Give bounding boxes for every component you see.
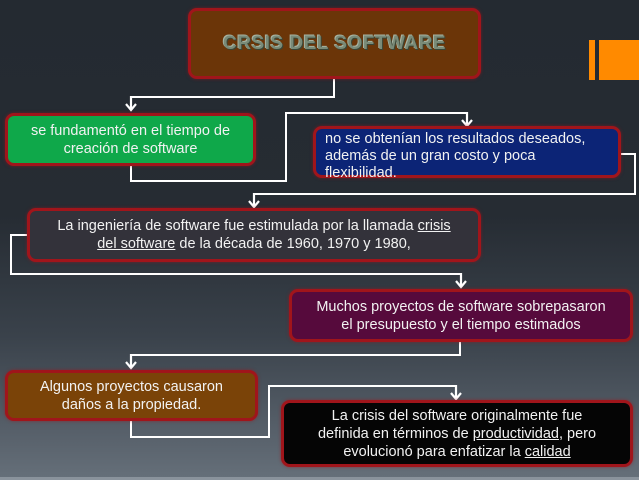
connector-dark-purple-h2 xyxy=(10,273,461,275)
connector-dark-purple-v xyxy=(10,234,12,275)
underlined-term-crisis: crisis xyxy=(417,218,451,234)
node-text-line: Muchos proyectos de software sobrepasaro… xyxy=(316,298,606,315)
connector-title-green-h xyxy=(130,96,335,98)
node-text-line: el presupuesto y el tiempo estimados xyxy=(341,316,581,333)
underlined-term-del-software: del software xyxy=(97,236,176,252)
connector-blue-dark-h1 xyxy=(620,153,636,155)
node-fundamento: se fundamentó en el tiempo de creación d… xyxy=(5,113,256,166)
connector-purple-brown-h xyxy=(130,354,461,356)
node-text-line: flexibilidad. xyxy=(325,165,397,181)
node-text-line: daños a la propiedad. xyxy=(61,396,202,413)
node-ingenieria: La ingeniería de software fue estimulada… xyxy=(27,208,481,262)
node-text-line: del software de la década de 1960, 1970 … xyxy=(97,235,411,253)
connector-green-blue-v2 xyxy=(285,112,287,182)
node-calidad: La crisis del software originalmente fue… xyxy=(281,400,633,467)
connector-blue-dark-v xyxy=(634,153,636,195)
node-text-line: creación de software xyxy=(63,140,198,157)
connector-brown-black-v2 xyxy=(268,385,270,438)
connector-title-green-v1 xyxy=(333,78,335,98)
connector-brown-black-v1 xyxy=(130,420,132,438)
node-danos: Algunos proyectos causaron daños a la pr… xyxy=(5,370,258,421)
node-text-line: además de un gran costo y poca xyxy=(325,148,536,164)
node-text-line: La crisis del software originalmente fue xyxy=(331,407,583,424)
orange-accent-thin-bar xyxy=(589,40,595,80)
connector-green-blue-v1 xyxy=(130,165,132,182)
connector-blue-dark-h2 xyxy=(253,193,636,195)
diagram-title: CRSIS DEL SOFTWARE xyxy=(223,32,446,54)
bottom-strip xyxy=(0,477,639,480)
connector-purple-brown-v xyxy=(459,341,461,356)
orange-accent-wide-bar xyxy=(599,40,639,80)
node-text: , pero xyxy=(558,425,597,442)
node-text-line: evolucionó para enfatizar la calidad xyxy=(343,443,570,461)
node-text-line: La ingeniería de software fue estimulada… xyxy=(57,217,450,235)
underlined-term-productividad: productividad xyxy=(472,425,559,442)
node-text-line: se fundamentó en el tiempo de xyxy=(30,122,231,139)
node-presupuesto: Muchos proyectos de software sobrepasaro… xyxy=(289,289,633,342)
connector-brown-black-h2 xyxy=(268,385,455,387)
node-text: evolucionó para enfatizar la xyxy=(343,443,525,460)
node-resultados: no se obtenían los resultados deseados, … xyxy=(313,126,621,181)
underlined-term-calidad: calidad xyxy=(524,443,571,460)
node-text-line: definida en términos de productividad, p… xyxy=(318,425,596,443)
connector-dark-purple-h1 xyxy=(10,234,28,236)
connector-brown-black-h1 xyxy=(130,436,270,438)
title-node: CRSIS DEL SOFTWARE xyxy=(188,8,481,79)
node-text: definida en términos de xyxy=(317,425,473,442)
connector-green-blue-h1 xyxy=(130,180,287,182)
node-text: La ingeniería de software fue estimulada… xyxy=(57,218,418,234)
node-text: de la década de 1960, 1970 y 1980, xyxy=(175,236,411,252)
connector-green-blue-h2 xyxy=(285,112,467,114)
node-text-line: Algunos proyectos causaron xyxy=(40,378,223,395)
node-text-line: no se obtenían los resultados deseados, xyxy=(325,131,586,147)
